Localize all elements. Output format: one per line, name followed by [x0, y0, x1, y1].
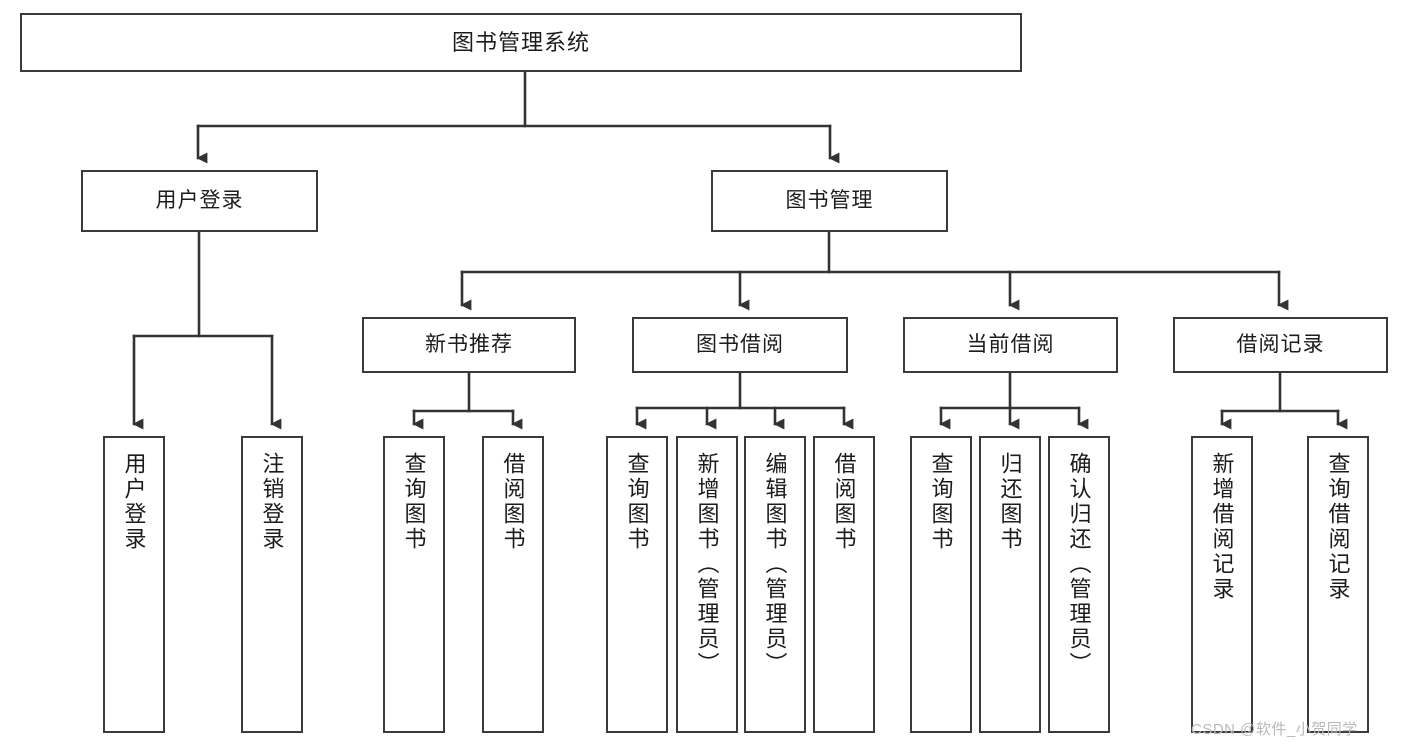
- leaf-edit-book[interactable]: 编辑图书（管理员）: [744, 436, 806, 733]
- node-new-book-recommend[interactable]: 新书推荐: [362, 317, 576, 373]
- node-label: 查询图书: [624, 452, 650, 552]
- node-label: 新增借阅记录: [1209, 452, 1235, 602]
- node-label: 确认归还（管理员）: [1066, 452, 1092, 677]
- leaf-add-book[interactable]: 新增图书（管理员）: [676, 436, 738, 733]
- leaf-add-borrow-record[interactable]: 新增借阅记录: [1191, 436, 1253, 733]
- node-label: 借阅图书: [500, 452, 526, 552]
- node-borrow-record[interactable]: 借阅记录: [1173, 317, 1388, 373]
- leaf-return-book[interactable]: 归还图书: [979, 436, 1041, 733]
- node-label: 新增图书（管理员）: [694, 452, 720, 677]
- node-label: 归还图书: [997, 452, 1023, 552]
- node-current-borrow[interactable]: 当前借阅: [903, 317, 1118, 373]
- leaf-logout-login[interactable]: 注销登录: [241, 436, 303, 733]
- node-label: 用户登录: [121, 452, 147, 552]
- node-label: 图书管理: [785, 188, 874, 212]
- node-label: 查询图书: [928, 452, 954, 552]
- node-label: 借阅图书: [831, 452, 857, 552]
- watermark-csdn: CSDN @软件_小贺同学: [1191, 721, 1358, 738]
- leaf-user-login[interactable]: 用户登录: [103, 436, 165, 733]
- node-label: 新书推荐: [425, 332, 513, 356]
- node-label: 当前借阅: [966, 332, 1055, 356]
- node-book-manage[interactable]: 图书管理: [711, 170, 948, 232]
- leaf-query-borrow-record[interactable]: 查询借阅记录: [1307, 436, 1369, 733]
- leaf-query-book-new[interactable]: 查询图书: [383, 436, 445, 733]
- node-label: 查询借阅记录: [1325, 452, 1351, 602]
- node-label: 编辑图书（管理员）: [762, 452, 788, 677]
- node-label: 用户登录: [155, 188, 244, 212]
- node-label: 图书借阅: [696, 332, 784, 356]
- node-user-login[interactable]: 用户登录: [81, 170, 318, 232]
- leaf-query-book-borrow[interactable]: 查询图书: [606, 436, 668, 733]
- node-book-borrow[interactable]: 图书借阅: [632, 317, 848, 373]
- leaf-borrow-book-new[interactable]: 借阅图书: [482, 436, 544, 733]
- leaf-borrow-book[interactable]: 借阅图书: [813, 436, 875, 733]
- leaf-confirm-return[interactable]: 确认归还（管理员）: [1048, 436, 1110, 733]
- node-label: 图书管理系统: [451, 29, 590, 55]
- node-book-management-system[interactable]: 图书管理系统: [20, 13, 1022, 72]
- node-label: 注销登录: [259, 452, 285, 552]
- leaf-query-book-current[interactable]: 查询图书: [910, 436, 972, 733]
- node-label: 借阅记录: [1236, 332, 1325, 356]
- node-label: 查询图书: [401, 452, 427, 552]
